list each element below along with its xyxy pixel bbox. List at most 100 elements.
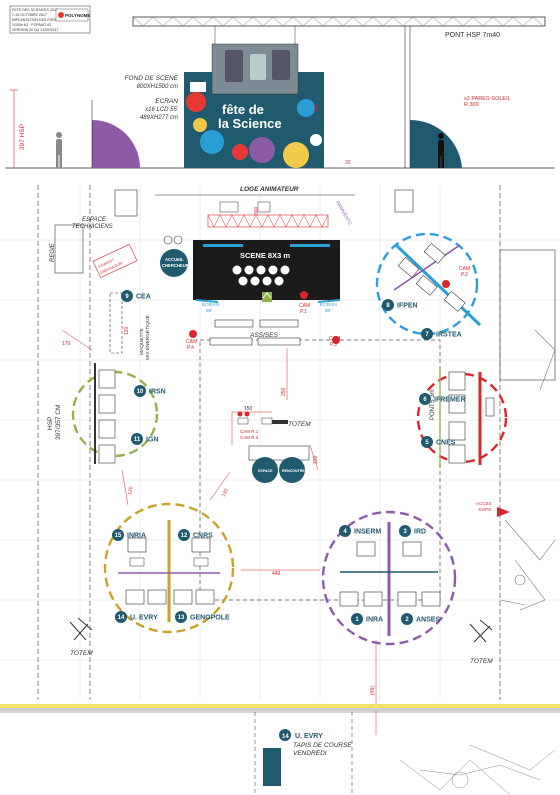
stage-plan: SCENE 8X3 m	[193, 240, 340, 302]
stand-name: IRSTEA	[436, 332, 462, 339]
stand-number: 1	[355, 617, 359, 623]
totem-left	[69, 617, 93, 641]
acces-label-1: ACCES	[476, 501, 492, 506]
svg-text:P.3: P.3	[330, 342, 337, 348]
stand-name: CNRS	[193, 533, 213, 540]
dim-120a: 120	[124, 326, 130, 335]
bottom-stand: 14 U. EVRY TAPIS DE COURSE VENDREDI	[254, 712, 352, 795]
stand-name: CNES	[436, 440, 456, 447]
zone-ifpen-irstea	[375, 232, 482, 336]
ecran-right-size: 50'	[325, 308, 331, 314]
dim-449: 449	[272, 571, 281, 577]
assises-benches	[209, 319, 301, 346]
stand-name: IFPEN	[397, 303, 418, 310]
bottom-sketch	[399, 744, 556, 795]
stand-number: 8	[386, 303, 390, 309]
bottom-stand-name: U. EVRY	[295, 733, 323, 740]
stand-name: INRIA	[127, 533, 146, 540]
acces-label-2: EXPO	[479, 507, 492, 512]
elevation-view: PONT HSP 7m40 FOND DE SCENE 800XH1500 cm…	[5, 16, 555, 169]
stand-name: INSERM	[354, 529, 381, 536]
ecran-left-size: 50'	[206, 308, 212, 314]
totem-right-label: TOTEM	[470, 658, 493, 665]
svg-text:P.2: P.2	[461, 272, 468, 278]
title-line-3: IMPLANTATION DES ESPACES	[12, 18, 65, 22]
totem-left-label: TOTEM	[70, 650, 93, 657]
person-silhouette	[56, 132, 62, 168]
stand-marker-cea: 9 CEA	[121, 290, 151, 302]
sunshade-label: x2 PARES-SOLEIL	[464, 96, 511, 102]
title-line-5: VERSION 20 DU 21/09/2017	[12, 28, 58, 32]
stand-number: 12	[181, 533, 188, 539]
espace-tech-label-1: ESPACE	[82, 217, 107, 223]
dim-440: 440	[314, 103, 320, 112]
logo-text: POLYNOME	[65, 13, 90, 18]
totem-right	[469, 619, 493, 643]
espace-label: ESPACE	[258, 469, 273, 473]
stand-number: 3	[403, 529, 407, 535]
svg-text:CAM: CAM	[329, 336, 340, 342]
stand-name: IFREMER	[434, 397, 466, 404]
stand-marker-inserm: 4 INSERM	[339, 525, 381, 537]
maquette-label-2: MIX ÉNERGÉTIQUE	[144, 315, 151, 360]
polynome-logo	[55, 8, 89, 22]
svg-text:P.1: P.1	[300, 309, 307, 315]
acces-arrow	[497, 507, 510, 517]
bridge-label: PONT HSP 7m40	[445, 32, 500, 39]
totem-center-label: TOTEM	[288, 421, 311, 428]
bottom-line-3: VENDREDI	[293, 750, 327, 757]
assises-label: ASSISES	[249, 332, 278, 339]
dimension-lines	[61, 329, 377, 735]
screen-label: ECRAN	[155, 98, 178, 105]
stand-number: 9	[125, 294, 129, 300]
bottom-line-2: TAPIS DE COURSE	[293, 742, 352, 749]
stand-number: 14	[118, 615, 125, 621]
dim-120b: 120	[127, 486, 134, 495]
accueil-chercheurs-marker	[160, 249, 188, 277]
title-line-2: 7-15 OCTOBRE 2017	[12, 13, 47, 17]
stand-name: GENOPOLE	[190, 615, 230, 622]
stand-marker-ird: 3 IRD	[399, 525, 426, 537]
backdrop-size: 800XH1500 cm	[137, 84, 178, 90]
banner-line-2: la Science	[218, 116, 282, 131]
stand-name: CEA	[136, 294, 151, 301]
hsp-label-1: HSP	[47, 417, 54, 430]
stand-number: 15	[115, 533, 122, 539]
stand-name: IGN	[146, 437, 158, 444]
accueil-label-1: ACCUEIL	[165, 257, 184, 262]
dim-45: (45)	[370, 686, 376, 695]
svg-text:CAM: CAM	[459, 266, 470, 272]
stand-number: 4	[343, 529, 347, 535]
dim-32: 32	[345, 160, 351, 166]
stand-name: IRD	[414, 529, 426, 536]
rencontres-label: RENCONTRES	[282, 469, 308, 473]
building-outline	[37, 185, 556, 700]
regie-label: REGIE	[50, 242, 56, 262]
ponts-label: PONTS 3m	[430, 389, 436, 420]
title-block: FETE DES SCIENCES 2017 7-15 OCTOBRE 2017…	[9, 5, 90, 34]
camera-p1: CAM P.1	[299, 291, 310, 315]
stand-marker-cnrs: 12 CNRS	[178, 529, 213, 541]
camera-p4: CAM P.4	[186, 330, 197, 351]
dim-130: 130	[221, 488, 230, 498]
stage-stairs	[262, 292, 272, 302]
stand-number: 11	[134, 437, 141, 443]
camera-p2: CAM P.2	[442, 266, 470, 288]
screen-spec: x16 LCD 55'	[144, 107, 179, 113]
backdrop-label: FOND DE SCENE	[125, 75, 179, 82]
loge-animateur: LOGE ANIMATEUR PARAVENTS	[155, 186, 355, 228]
zone-cnrs-inria	[103, 502, 235, 634]
loge-label: LOGE ANIMATEUR	[240, 186, 299, 193]
svg-text:PARAVENTS: PARAVENTS	[335, 200, 353, 226]
stand-marker-ign: 11 IGN	[131, 433, 158, 445]
stand-number: 5	[425, 440, 429, 446]
sunshade-size: R 300	[464, 102, 479, 108]
totem-center-area: TOTEM CAM R.1 CAM R.2 ESPACE RENCONTRES	[237, 411, 311, 483]
